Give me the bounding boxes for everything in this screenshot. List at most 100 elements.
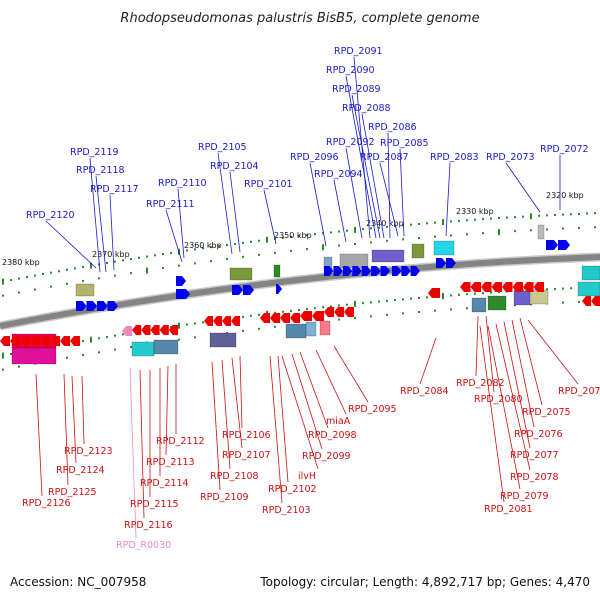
tick-mark [50, 285, 52, 288]
gene-label: RPD_2087 [360, 152, 409, 163]
gene-label: RPD_2085 [380, 138, 429, 149]
gene-label: RPD_2101 [244, 179, 293, 190]
gene-label: RPD_2077 [510, 450, 559, 461]
label-leader-line [71, 375, 77, 464]
label-leader-line [361, 113, 385, 239]
tick-mark [450, 220, 452, 223]
label-leader-line [419, 337, 437, 385]
gene-label: RPD_2096 [290, 152, 339, 163]
gene-arrow [222, 316, 231, 326]
tick-mark [274, 311, 276, 314]
tick-mark [338, 244, 340, 247]
tick-mark [514, 304, 516, 307]
gene-arrow [231, 316, 240, 326]
gene-arrow [50, 336, 60, 346]
tick-mark [546, 288, 548, 291]
tick-mark [130, 346, 132, 349]
gene-arrow [502, 282, 513, 292]
tick-mark [2, 278, 4, 285]
tick-mark [34, 274, 36, 277]
tick-mark [530, 213, 532, 220]
gene-label: RPD_2076 [514, 429, 563, 440]
tick-mark [258, 239, 260, 242]
gene-arrow [122, 326, 132, 336]
tick-mark [74, 267, 76, 270]
tick-mark [250, 240, 252, 243]
scale-label: 2370 kbp [92, 250, 130, 259]
gene-label: RPD_2107 [222, 450, 271, 461]
tick-mark [514, 230, 516, 233]
feature-block [153, 339, 179, 355]
tick-mark [474, 218, 476, 221]
gene-arrow [333, 266, 343, 276]
tick-mark [226, 331, 228, 334]
tick-mark [386, 225, 388, 228]
scale-label: 2320 kbp [546, 191, 584, 200]
tick-mark [218, 245, 220, 248]
tick-mark [370, 315, 372, 318]
summary-text: Topology: circular; Length: 4,892,717 bp… [259, 575, 590, 589]
gene-label: RPD_2116 [124, 520, 173, 531]
label-leader-line [527, 319, 579, 385]
gene-arrow [512, 282, 523, 292]
gene-arrow [213, 316, 222, 326]
tick-mark [418, 222, 420, 225]
feature-block [577, 281, 600, 297]
label-leader-line [379, 162, 399, 237]
tick-mark [378, 300, 380, 303]
gene-label: RPD_2113 [146, 457, 195, 468]
feature-block [11, 347, 57, 365]
tick-mark [26, 276, 28, 279]
tick-mark [298, 308, 300, 311]
label-leader-line [165, 365, 169, 456]
tick-mark [122, 333, 124, 336]
label-leader-line [109, 194, 115, 271]
tick-mark [18, 365, 20, 368]
gene-label: RPD_2109 [200, 492, 249, 503]
tick-mark [410, 223, 412, 226]
tick-mark [522, 215, 524, 218]
tick-mark [554, 213, 556, 216]
tick-mark [10, 353, 12, 356]
tick-mark [562, 287, 564, 290]
label-leader-line [95, 175, 107, 273]
tick-mark [434, 309, 436, 312]
gene-label: RPD_2081 [484, 504, 533, 515]
gene-label: RPD_2086 [368, 122, 417, 133]
gene-arrow [361, 266, 372, 276]
tick-mark [362, 228, 364, 231]
tick-mark [466, 233, 468, 236]
tick-mark [106, 261, 108, 264]
tick-mark [290, 309, 292, 312]
label-leader-line [81, 375, 85, 445]
tick-mark [306, 234, 308, 237]
label-leader-line [177, 188, 185, 259]
gene-arrow [204, 316, 213, 326]
tick-mark [586, 212, 588, 215]
label-leader-line [519, 317, 543, 406]
tick-mark [554, 287, 556, 290]
label-leader-line [503, 321, 531, 449]
gene-arrow [30, 336, 40, 346]
tick-mark [394, 299, 396, 302]
tick-mark [338, 230, 340, 233]
tick-mark [386, 299, 388, 302]
gene-arrow [176, 289, 190, 299]
gene-label: RPD_2074 [558, 386, 600, 397]
gene-label: RPD_2099 [302, 451, 351, 462]
tick-mark [66, 268, 68, 271]
tick-mark [178, 338, 180, 341]
gene-arrow [132, 325, 142, 335]
tick-mark [578, 300, 580, 303]
tick-mark [322, 232, 324, 235]
tick-mark [490, 291, 492, 294]
gene-arrow [243, 285, 254, 295]
tick-mark [82, 266, 84, 269]
tick-mark [482, 292, 484, 295]
tick-mark [106, 335, 108, 338]
gene-arrow [159, 325, 169, 335]
tick-mark [434, 235, 436, 238]
tick-mark [66, 282, 68, 285]
tick-mark [402, 298, 404, 301]
feature-block [487, 295, 507, 311]
